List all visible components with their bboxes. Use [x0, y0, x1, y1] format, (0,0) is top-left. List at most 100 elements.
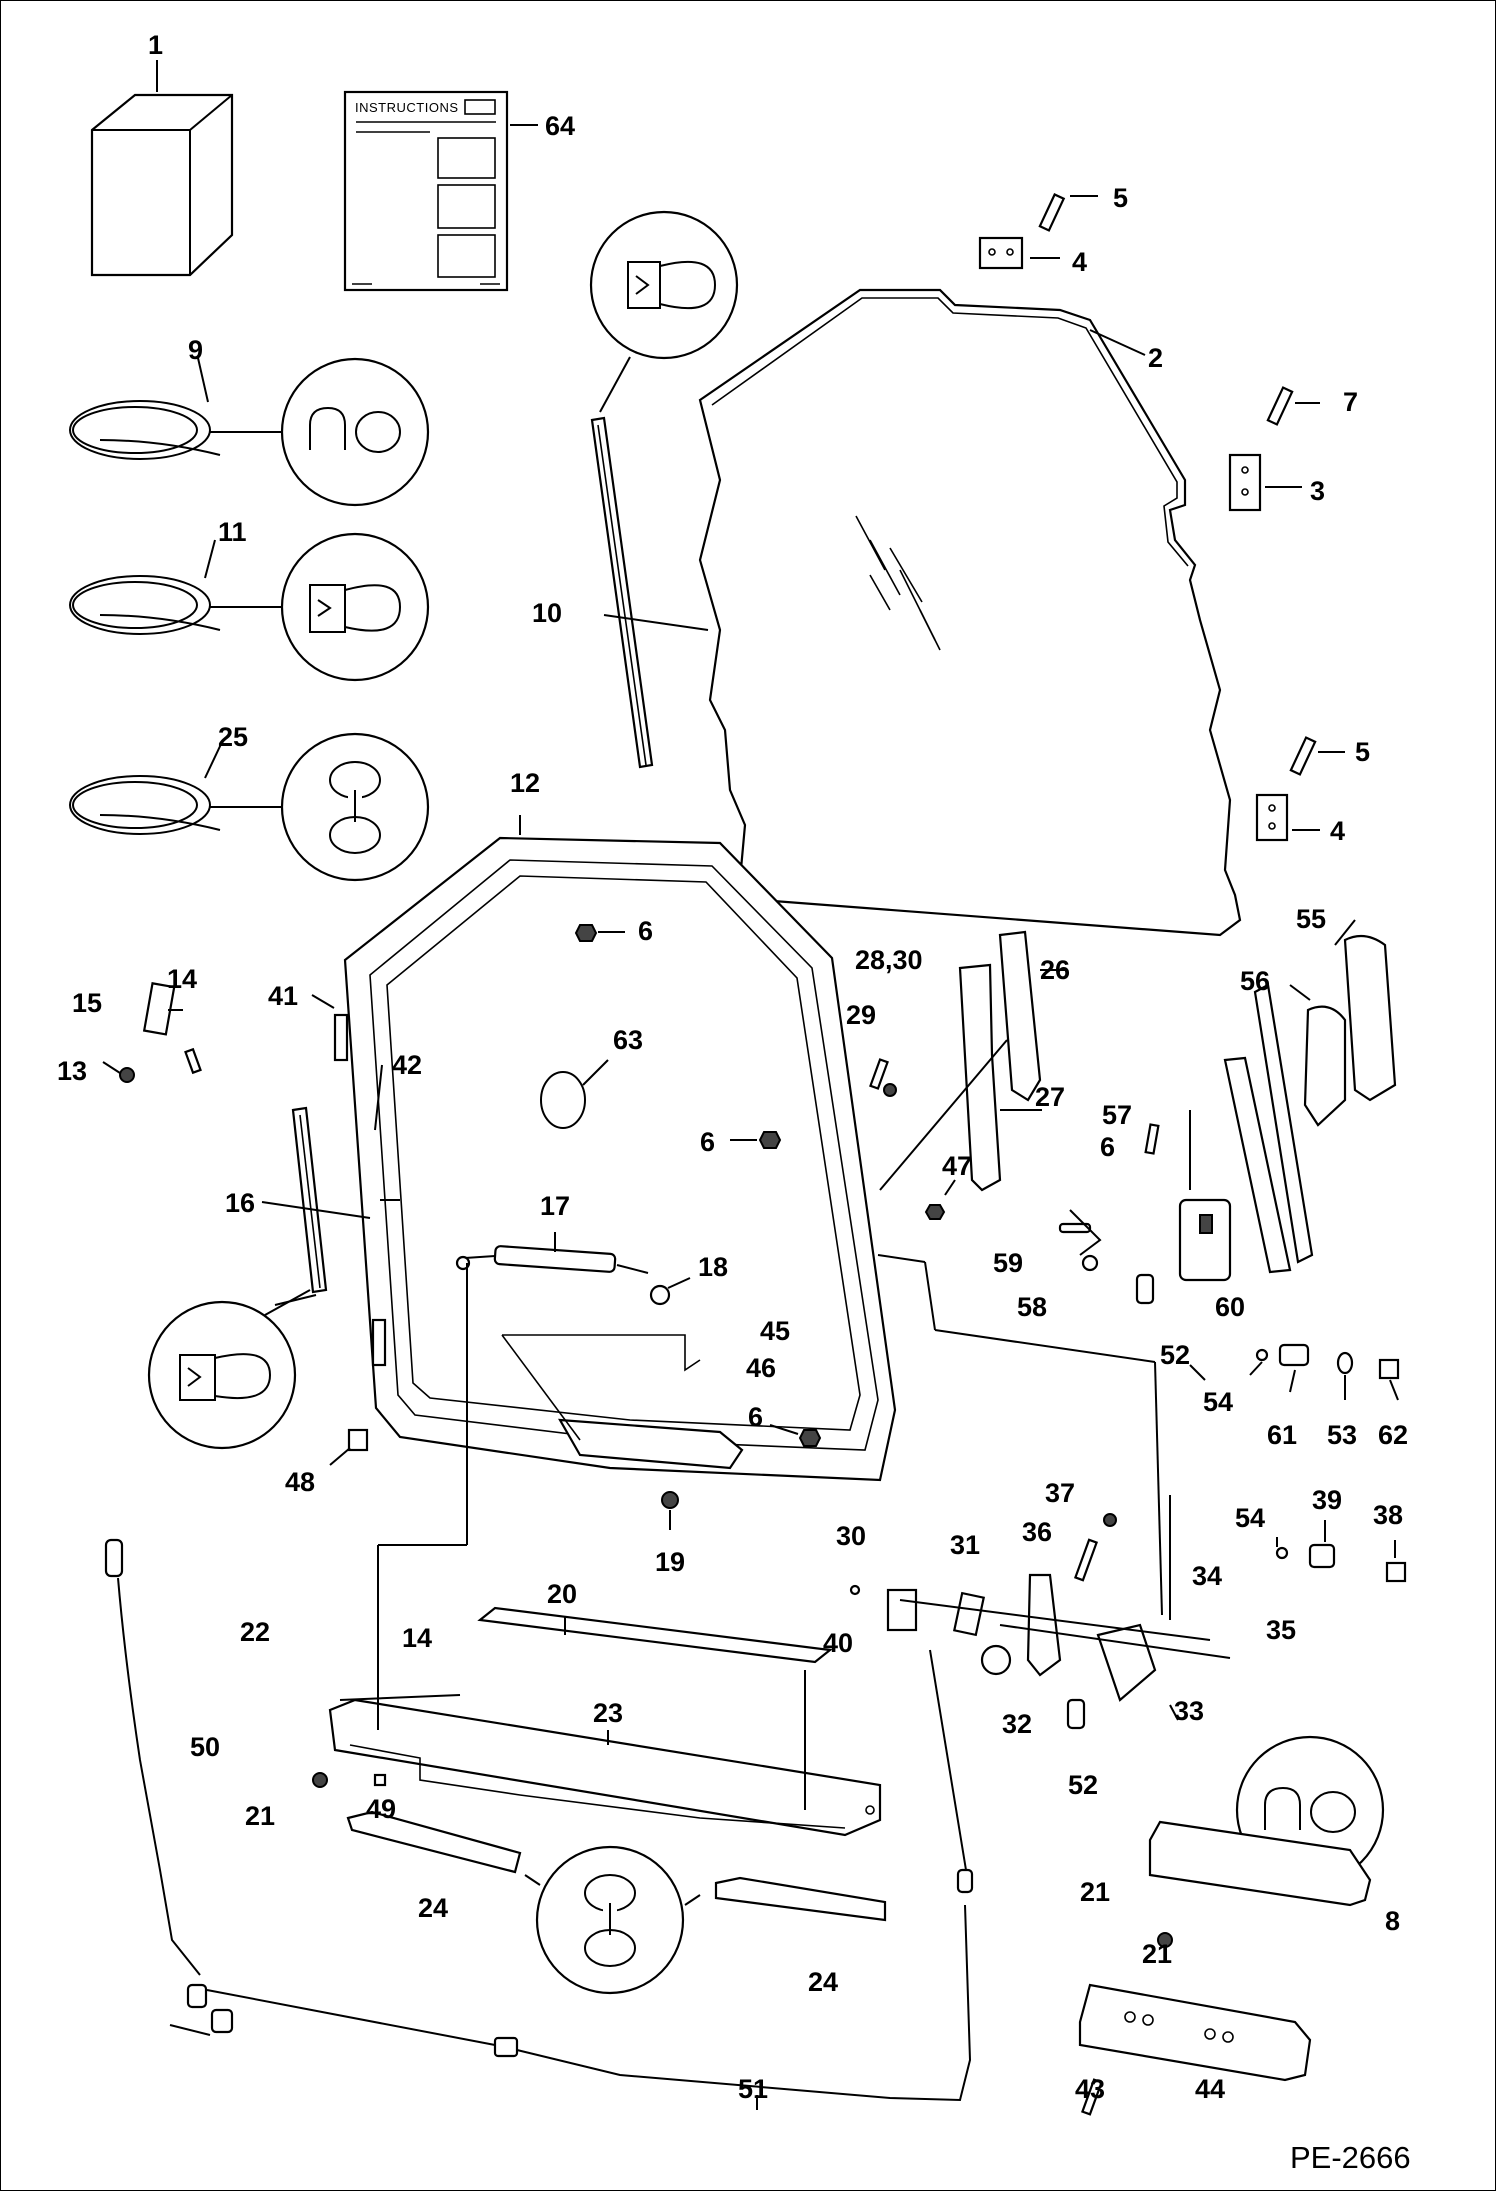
callout: 52 [1160, 1340, 1190, 1370]
callout: 42 [392, 1050, 422, 1080]
callout: 5 [1113, 183, 1128, 213]
callout: 12 [510, 768, 540, 798]
door-glass [698, 288, 1242, 937]
seal-profile-symbol-a [280, 357, 430, 507]
callout: 63 [613, 1025, 643, 1055]
callout: 46 [746, 1353, 776, 1383]
callout: 33 [1174, 1696, 1204, 1726]
callout: 14 [167, 964, 197, 994]
callout: 28,30 [855, 945, 923, 975]
callout: 9 [188, 335, 203, 365]
callout: 32 [1002, 1709, 1032, 1739]
side-seal-strip-16 [261, 1106, 371, 1306]
callout: 39 [1312, 1485, 1342, 1515]
callout: 2 [1148, 343, 1163, 373]
step-bar-8 [1148, 1820, 1372, 1948]
glass-seal-strip-10 [590, 416, 709, 769]
figure-reference: PE-2666 [1290, 2140, 1411, 2175]
callout: 29 [846, 1000, 876, 1030]
sill-seal-24-right [714, 1876, 887, 1922]
latch-plate [1223, 983, 1314, 1274]
callout: 34 [1192, 1561, 1222, 1591]
callout: 40 [823, 1628, 853, 1658]
handle-27 [869, 930, 1065, 1192]
callout: 54 [1235, 1503, 1265, 1533]
callout: 23 [593, 1698, 623, 1728]
callout: 55 [1296, 904, 1326, 934]
callout: 11 [218, 517, 247, 547]
callout: 31 [950, 1530, 980, 1560]
callout: 45 [760, 1316, 790, 1346]
pin-assembly-61 [1249, 1343, 1400, 1401]
callout: 58 [1017, 1292, 1047, 1322]
frame-hinge-41 [311, 994, 387, 1466]
callout: 51 [738, 2074, 768, 2104]
seal-coil-25 [69, 741, 282, 835]
callout: 20 [547, 1579, 577, 1609]
sill-seal-24-left [346, 1810, 522, 1874]
callout: 17 [540, 1191, 570, 1221]
callout: 41 [268, 981, 298, 1011]
callout: 8 [1385, 1906, 1400, 1936]
callout: 36 [1022, 1517, 1052, 1547]
callout: 27 [1035, 1082, 1065, 1112]
seal-coil-11 [69, 539, 282, 635]
callout: 7 [1343, 387, 1358, 417]
callout: 49 [366, 1794, 396, 1824]
callout: 3 [1310, 476, 1325, 506]
callout: 47 [942, 1151, 972, 1181]
callout: 26 [1040, 955, 1070, 985]
instruction-sheet: INSTRUCTIONS [343, 90, 538, 292]
callout: 5 [1355, 737, 1370, 767]
callout: 25 [218, 722, 248, 752]
callout: 21 [1080, 1877, 1110, 1907]
lower-latch-mechanism [849, 1495, 1231, 1730]
seal-coil-9 [69, 357, 282, 460]
callout: 57 [1102, 1100, 1132, 1130]
callout: 16 [225, 1188, 255, 1218]
seal-profile-symbol-c [280, 732, 430, 882]
callout: 52 [1068, 1770, 1098, 1800]
latch-handle-55 [1334, 919, 1397, 1102]
leader-lines [339, 1039, 1206, 1810]
hinge-bracket-mid [1228, 386, 1320, 512]
lock-assembly-60 [1058, 1110, 1232, 1305]
callout: 62 [1378, 1420, 1408, 1450]
seal-profile-symbol-b [280, 532, 430, 682]
hinge-bracket-upper [978, 193, 1098, 270]
seal-profile-symbol-d [589, 210, 739, 413]
callout: 18 [698, 1252, 728, 1282]
callout: 21 [245, 1801, 275, 1831]
callout: 4 [1072, 247, 1087, 277]
callout: 56 [1240, 966, 1270, 996]
seal-profile-symbol-f [524, 1845, 701, 1995]
callout: 6 [700, 1127, 715, 1157]
callout: 4 [1330, 816, 1345, 846]
sill-plate-20 [477, 1606, 833, 1664]
callout: 60 [1215, 1292, 1245, 1322]
hardware-nuts [574, 924, 956, 1530]
callout: 19 [655, 1547, 685, 1577]
callout: 6 [748, 1402, 763, 1432]
callout: 43 [1075, 2074, 1105, 2104]
latch-handle-56 [1289, 984, 1347, 1127]
instruction-sheet-title: INSTRUCTIONS [355, 100, 459, 115]
step-bracket-44 [1078, 1983, 1312, 2116]
callout: 59 [993, 1248, 1023, 1278]
callout: 61 [1267, 1420, 1297, 1450]
seal-profile-symbol-e [147, 1289, 311, 1450]
kit-box [90, 60, 234, 277]
callout: 35 [1266, 1615, 1296, 1645]
callout: 50 [190, 1732, 220, 1762]
callout: 37 [1045, 1478, 1075, 1508]
callout: 53 [1327, 1420, 1357, 1450]
callout: 6 [1100, 1132, 1115, 1162]
callout: 21 [1142, 1939, 1172, 1969]
callout: 24 [418, 1893, 448, 1923]
callout: 38 [1373, 1500, 1403, 1530]
callout: 64 [545, 111, 575, 141]
callout: 54 [1203, 1387, 1233, 1417]
hinge-bracket-lower [1255, 736, 1345, 842]
callout: 6 [638, 916, 653, 946]
